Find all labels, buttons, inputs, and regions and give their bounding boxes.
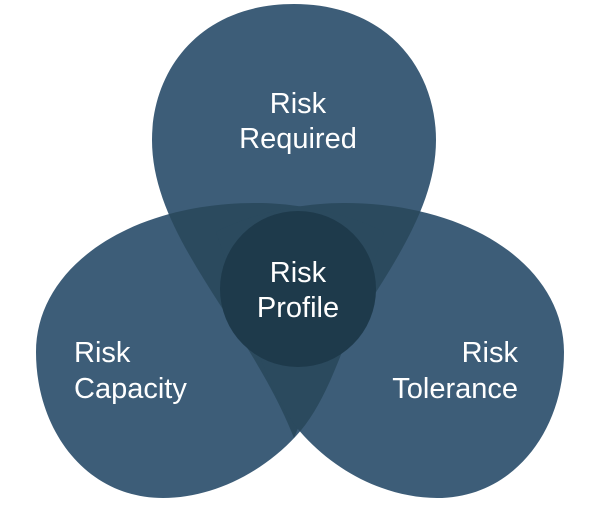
risk-capacity-label-line2: Capacity <box>74 373 187 405</box>
risk-required-label-line2: Required <box>239 123 357 155</box>
risk-profile-label-line2: Profile <box>257 292 339 324</box>
risk-tolerance-label-line2: Tolerance <box>392 373 518 405</box>
risk-tolerance-label-line1: Risk <box>462 337 519 369</box>
risk-required-label-line1: Risk <box>270 88 327 120</box>
risk-profile-label-line1: Risk <box>270 257 327 289</box>
risk-capacity-label-line1: Risk <box>74 337 131 369</box>
risk-profile-circle <box>220 211 376 367</box>
labels: Risk Required Risk Profile Risk Capacity… <box>74 88 518 405</box>
